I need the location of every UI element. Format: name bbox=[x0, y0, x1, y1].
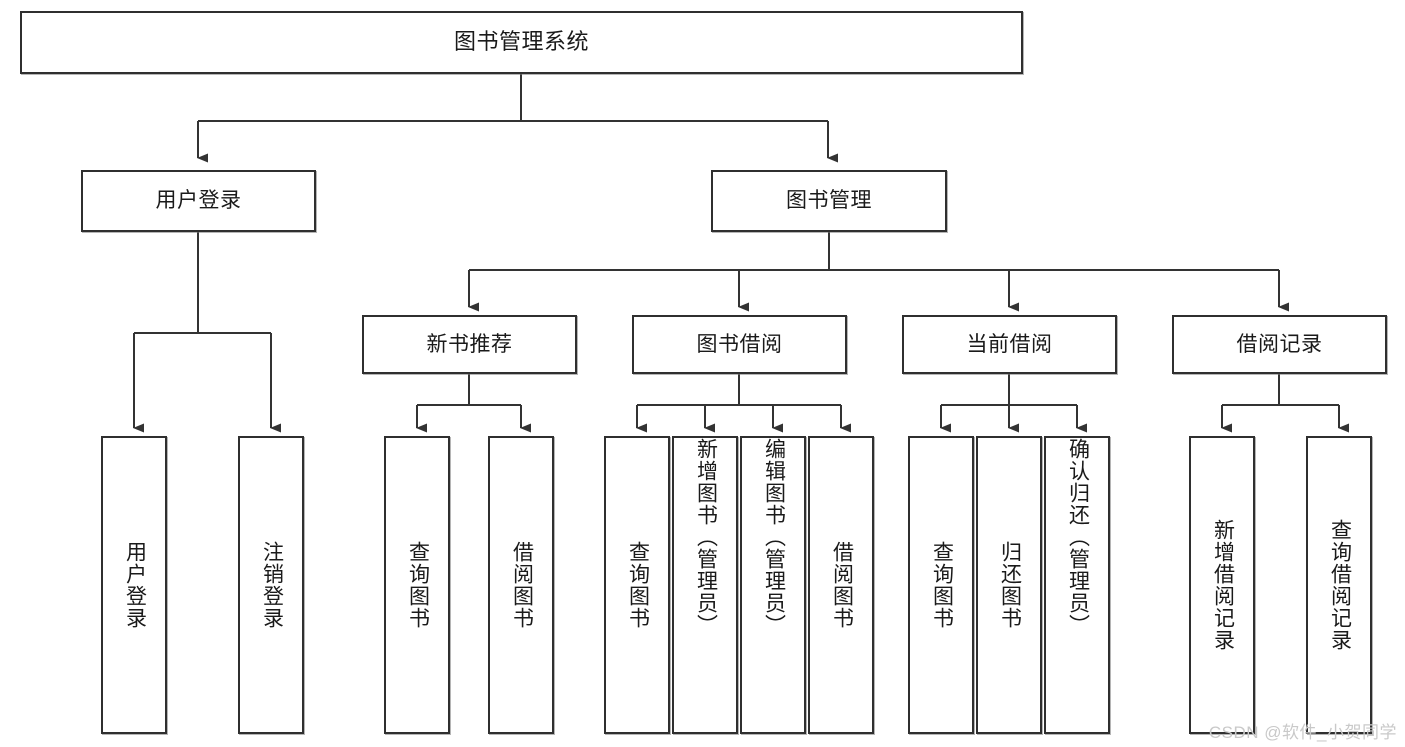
leaf-edit-book-admin[interactable]: 编辑图书（管理员） bbox=[740, 436, 806, 734]
node-label: 新增借阅记录 bbox=[1211, 519, 1235, 651]
node-label: 注销登录 bbox=[260, 541, 284, 629]
node-book-borrow[interactable]: 图书借阅 bbox=[632, 315, 847, 374]
node-label: 图书管理系统 bbox=[453, 29, 589, 55]
node-label: 用户登录 bbox=[123, 541, 147, 629]
leaf-query-book-newbook[interactable]: 查询图书 bbox=[384, 436, 450, 734]
node-label: 新书推荐 bbox=[426, 332, 513, 356]
node-current-borrow[interactable]: 当前借阅 bbox=[902, 315, 1117, 374]
node-label: 图书借阅 bbox=[696, 332, 783, 356]
node-label: 查询借阅记录 bbox=[1328, 519, 1352, 651]
node-label: 归还图书 bbox=[998, 541, 1022, 629]
leaf-borrow-book-newbook[interactable]: 借阅图书 bbox=[488, 436, 554, 734]
leaf-add-borrow-record[interactable]: 新增借阅记录 bbox=[1189, 436, 1255, 734]
leaf-add-book-admin[interactable]: 新增图书（管理员） bbox=[672, 436, 738, 734]
node-label: 确认归还（管理员） bbox=[1066, 438, 1090, 636]
node-label: 新增图书（管理员） bbox=[694, 438, 718, 636]
node-label: 编辑图书（管理员） bbox=[762, 438, 786, 636]
node-label: 查询图书 bbox=[930, 541, 954, 629]
leaf-return-book[interactable]: 归还图书 bbox=[976, 436, 1042, 734]
leaf-confirm-return-admin[interactable]: 确认归还（管理员） bbox=[1044, 436, 1110, 734]
node-label: 借阅记录 bbox=[1236, 332, 1323, 356]
node-label: 查询图书 bbox=[626, 541, 650, 629]
node-user-login[interactable]: 用户登录 bbox=[81, 170, 316, 232]
watermark: CSDN @软件_小贺同学 bbox=[1208, 723, 1397, 742]
node-label: 借阅图书 bbox=[830, 541, 854, 629]
node-new-book-recommend[interactable]: 新书推荐 bbox=[362, 315, 577, 374]
node-label: 用户登录 bbox=[155, 189, 242, 213]
node-label: 借阅图书 bbox=[510, 541, 534, 629]
node-borrow-record[interactable]: 借阅记录 bbox=[1172, 315, 1387, 374]
node-label: 图书管理 bbox=[786, 189, 872, 213]
leaf-logout[interactable]: 注销登录 bbox=[238, 436, 304, 734]
node-label: 查询图书 bbox=[406, 541, 430, 629]
node-root-system[interactable]: 图书管理系统 bbox=[20, 11, 1023, 74]
node-book-management[interactable]: 图书管理 bbox=[711, 170, 947, 232]
node-label: 当前借阅 bbox=[966, 332, 1053, 356]
leaf-user-login[interactable]: 用户登录 bbox=[101, 436, 167, 734]
leaf-query-borrow-record[interactable]: 查询借阅记录 bbox=[1306, 436, 1372, 734]
leaf-query-book-borrow[interactable]: 查询图书 bbox=[604, 436, 670, 734]
leaf-query-book-current[interactable]: 查询图书 bbox=[908, 436, 974, 734]
leaf-borrow-book[interactable]: 借阅图书 bbox=[808, 436, 874, 734]
